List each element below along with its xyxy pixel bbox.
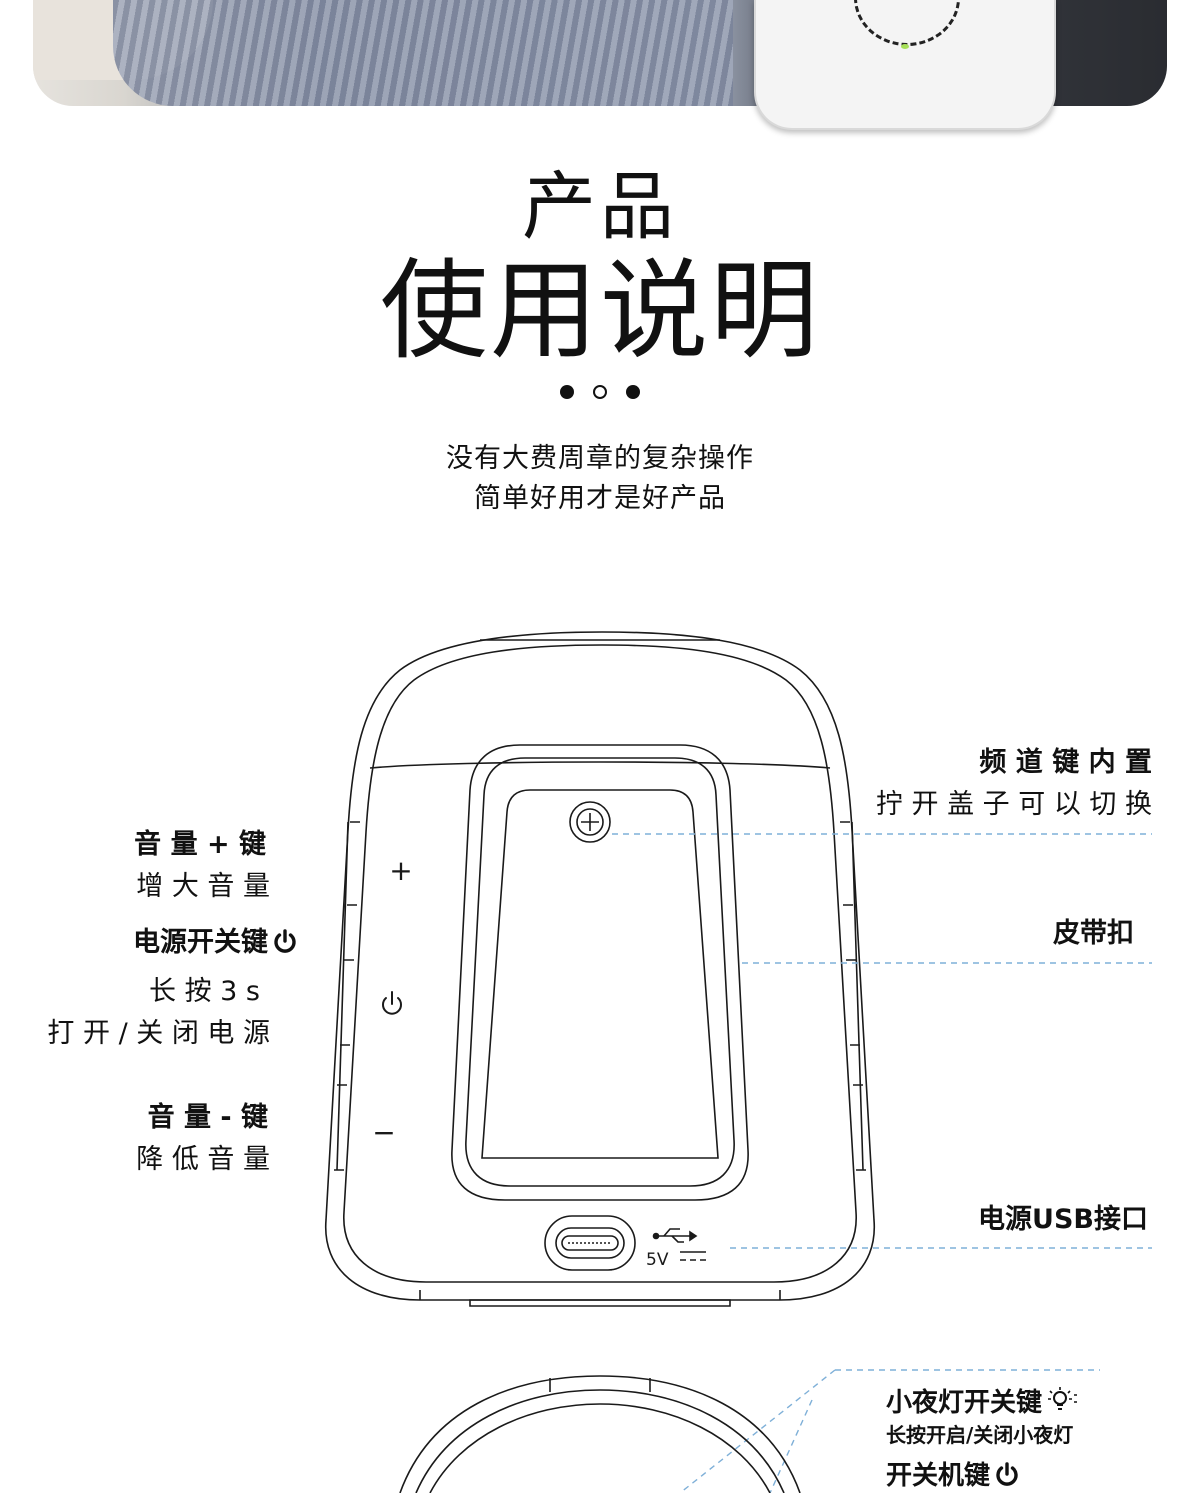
lightbulb-icon <box>1048 1387 1078 1410</box>
photo-knit-fabric <box>113 0 733 106</box>
leader-lines <box>612 833 1152 1493</box>
device-dashed-ring <box>854 0 960 46</box>
power-icon <box>274 929 296 953</box>
dot-filled <box>626 385 640 399</box>
label-usb-port: 电源USB接口 <box>978 1204 1148 1235</box>
device-led <box>901 44 909 49</box>
label-belt-clip: 皮带扣 <box>1053 918 1134 949</box>
label-power-desc-1: 长 按 3 s <box>149 976 260 1007</box>
label-channel-title: 频 道 键 内 置 <box>979 747 1152 778</box>
volume-plus-symbol: + <box>389 854 412 887</box>
power-icon <box>996 1462 1018 1486</box>
title-instructions: 使用说明 <box>379 249 820 374</box>
label-nightlight-title-text: 小夜灯开关键 <box>886 1388 1043 1418</box>
voltage-label: 5V <box>646 1250 669 1270</box>
label-nightlight-title: 小夜灯开关键 <box>886 1386 1078 1420</box>
label-channel-desc: 拧 开 盖 子 可 以 切 换 <box>875 789 1152 820</box>
device-outline <box>325 631 875 1307</box>
dots-divider <box>558 385 642 401</box>
device-photo <box>754 0 1056 130</box>
label-volume-down-desc: 降 低 音 量 <box>136 1144 270 1175</box>
usb-icon <box>652 1228 706 1261</box>
label-power-title-text: 电源开关键 <box>133 927 268 958</box>
power-symbol-icon <box>382 991 402 1015</box>
label-volume-down-title: 音 量 - 键 <box>147 1102 268 1133</box>
label-power-desc-2: 打 开 / 关 闭 电 源 <box>47 1018 270 1049</box>
volume-minus-symbol: − <box>372 1116 395 1149</box>
dot-filled <box>560 385 574 399</box>
label-onoff-title-text: 开关机键 <box>886 1461 991 1491</box>
subtitle-line-1: 没有大费周章的复杂操作 <box>446 443 754 474</box>
label-volume-up-title: 音 量 + 键 <box>134 829 266 860</box>
second-device-outline <box>399 1375 801 1493</box>
label-power-title: 电源开关键 <box>133 926 298 960</box>
label-nightlight-desc: 长按开启/关闭小夜灯 <box>886 1423 1074 1447</box>
label-volume-up-desc: 增 大 音 量 <box>136 871 270 902</box>
title-product: 产品 <box>522 164 678 250</box>
device-diagram: + − 5V <box>325 631 1152 1493</box>
label-onoff-title: 开关机键 <box>886 1460 1020 1493</box>
dot-hollow <box>593 385 607 399</box>
subtitle-line-2: 简单好用才是好产品 <box>474 483 726 514</box>
